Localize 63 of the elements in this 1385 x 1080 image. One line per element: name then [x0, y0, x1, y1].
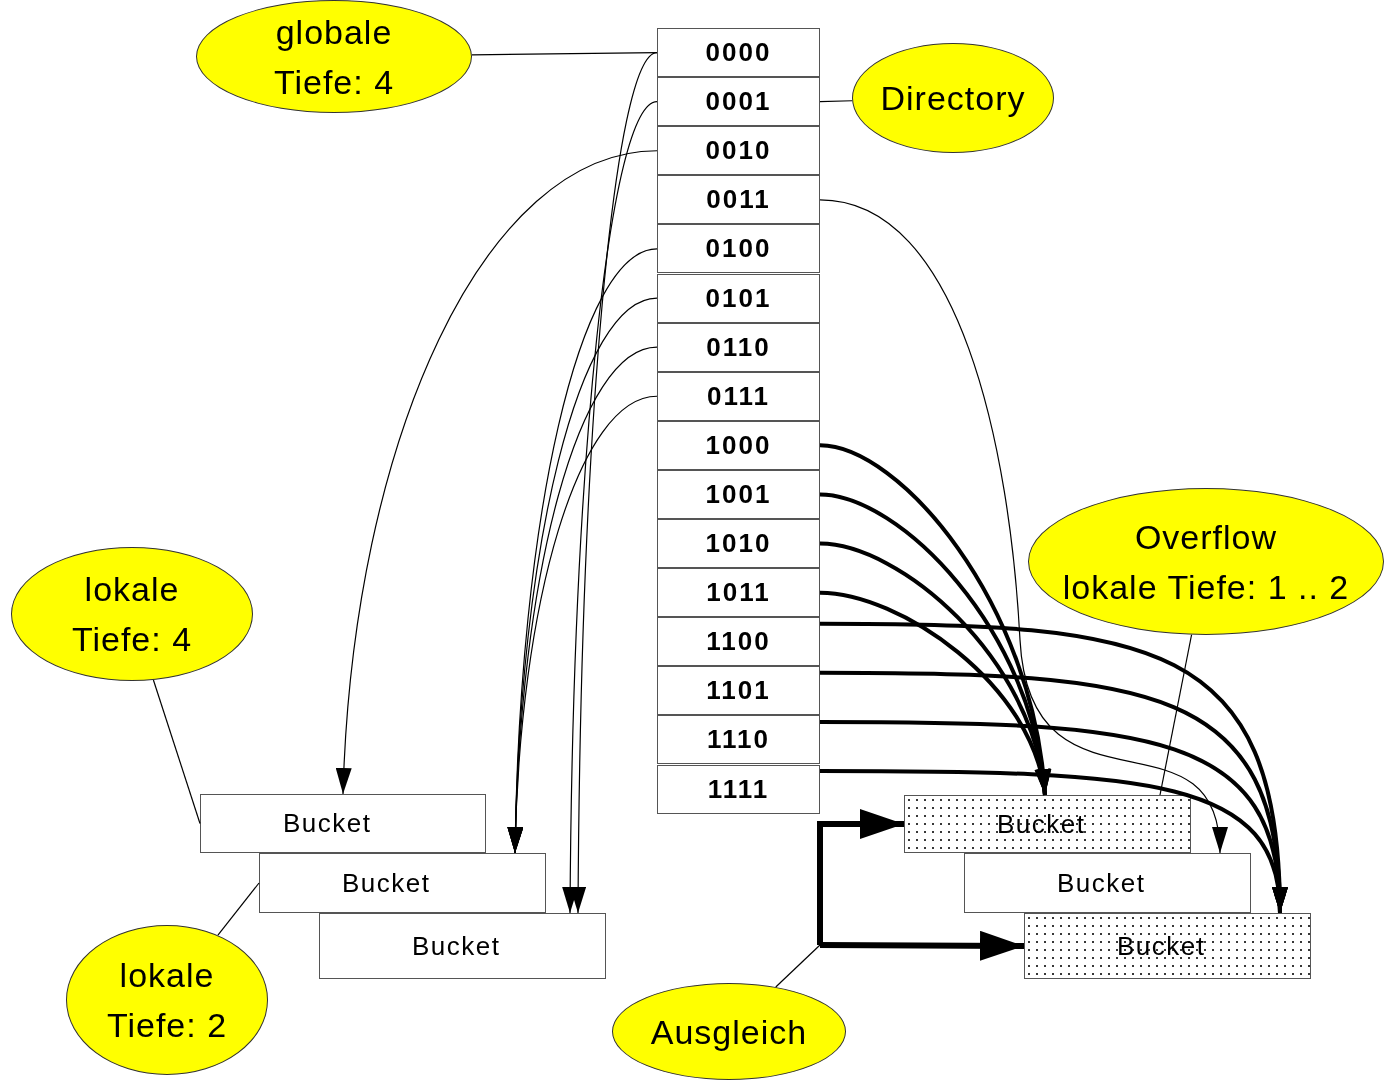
directory-cell — [657, 28, 820, 78]
directory-cell — [657, 273, 820, 323]
directory-cell — [657, 617, 820, 667]
directory-cell — [657, 666, 820, 716]
directory-cell — [657, 371, 820, 421]
leader-line — [217, 882, 260, 936]
bit-pattern: 0101 — [705, 282, 772, 314]
bucket-box — [200, 794, 486, 853]
bit-pattern: 1110 — [707, 724, 770, 756]
bit-pattern: 1100 — [706, 626, 771, 658]
callout-text: Directory — [880, 78, 1026, 119]
callout-text: Overflow — [1134, 516, 1278, 558]
bit-pattern: 0110 — [706, 331, 771, 363]
directory-cell — [657, 322, 820, 372]
bit-pattern: 1011 — [706, 577, 771, 609]
bit-pattern: 0010 — [705, 135, 772, 167]
bucket-label: Bucket — [1057, 867, 1146, 899]
directory-cell — [657, 469, 820, 519]
directory-cell — [657, 568, 820, 618]
callout-text: globale Tiefe: 4 — [272, 11, 396, 103]
directory-cell — [657, 77, 820, 127]
directory-cell — [657, 764, 820, 814]
callout-text: lokale Tiefe: 4 — [70, 569, 194, 660]
directory-cell — [657, 175, 820, 225]
directory-cell — [657, 224, 820, 274]
bucket-box — [259, 853, 546, 913]
bit-pattern: 0011 — [706, 184, 771, 216]
overflow-bucket-box — [1024, 913, 1311, 979]
pointer-arrow — [336, 150, 658, 795]
callout-text: lokale Tiefe: 1 .. 2 — [1062, 566, 1350, 608]
bit-pattern: 0111 — [707, 380, 770, 412]
bit-pattern: 0000 — [705, 37, 772, 69]
bit-pattern: 1000 — [705, 429, 772, 461]
directory-cell — [657, 715, 820, 765]
bucket-label: Bucket — [283, 808, 372, 839]
bucket-box — [964, 853, 1251, 913]
leader-line — [1159, 634, 1193, 796]
pointer-arrow — [819, 199, 1225, 854]
bucket-box — [319, 913, 606, 979]
leader-line — [819, 100, 853, 103]
pointer-arrow — [820, 769, 1286, 914]
bit-pattern: 0001 — [705, 86, 772, 118]
bit-pattern: 1010 — [705, 528, 772, 560]
callout-text: Ausgleich — [650, 1011, 808, 1053]
leader-line — [152, 679, 201, 825]
bit-pattern: 1111 — [707, 773, 770, 805]
bucket-label: Bucket — [997, 808, 1086, 840]
bit-pattern: 0100 — [705, 233, 772, 265]
callout-text: lokale Tiefe: 2 — [105, 955, 229, 1046]
leader-line — [775, 944, 821, 988]
bucket-label: Bucket — [412, 930, 501, 962]
bucket-label: Bucket — [1117, 930, 1206, 962]
pointer-arrow — [820, 930, 1024, 961]
directory-cell — [657, 420, 820, 470]
pointer-arrow — [817, 809, 904, 945]
overflow-bucket-box — [904, 795, 1191, 853]
bit-pattern: 1101 — [706, 675, 771, 707]
bucket-label: Bucket — [342, 867, 431, 899]
directory-cell — [657, 126, 820, 176]
leader-line — [471, 51, 658, 56]
directory-cell — [657, 519, 820, 569]
pointer-arrow — [819, 590, 1048, 796]
bit-pattern: 1001 — [705, 478, 772, 510]
